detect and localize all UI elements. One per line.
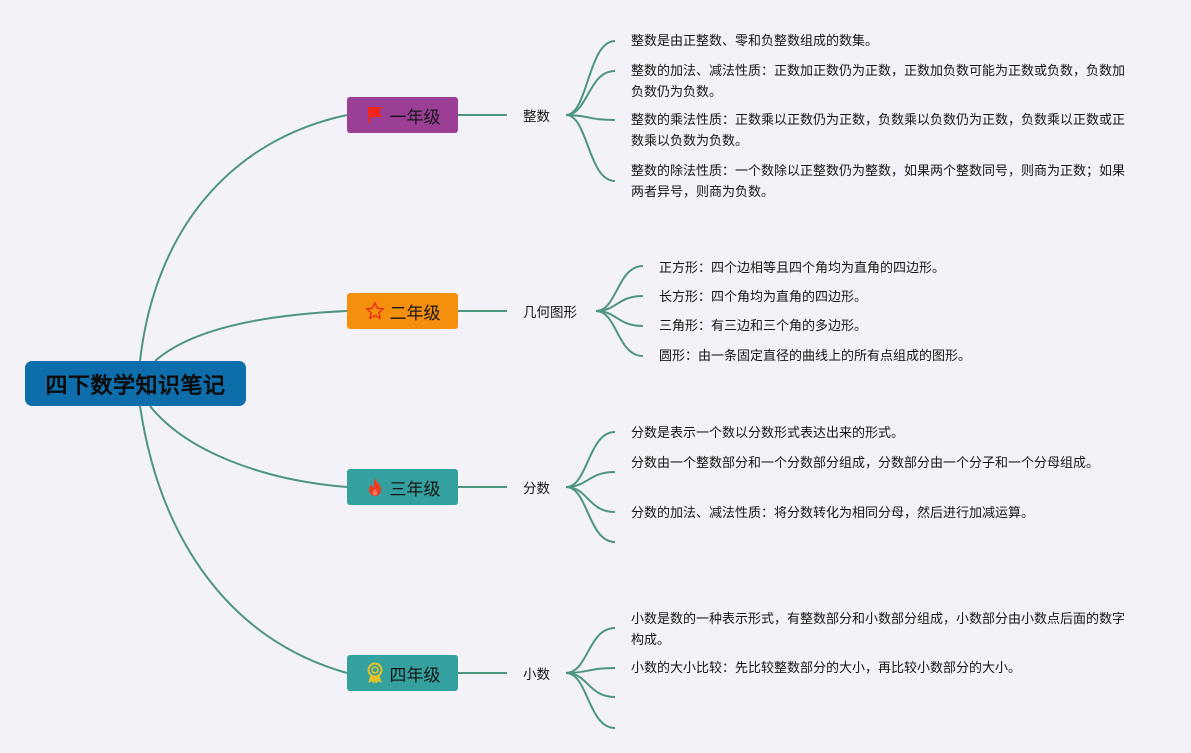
subject-node-fractions[interactable]: 分数	[523, 481, 550, 497]
subject-1-to-leaf-4-line	[565, 114, 616, 182]
root-topic[interactable]: 四下数学知识笔记	[25, 361, 246, 406]
subject-3-to-leaf-4-line	[565, 486, 616, 543]
leaf-note[interactable]: 长方形：四个角均为直角的四边形。	[659, 290, 868, 305]
grade-node-3[interactable]: 三年级	[347, 469, 458, 505]
root-to-grade-2-line	[154, 310, 348, 362]
subject-1-to-leaf-1-line	[565, 40, 616, 116]
flag-icon	[365, 105, 385, 125]
leaf-note[interactable]: 小数的大小比较：先比较整数部分的大小，再比较小数部分的大小。	[631, 661, 1022, 676]
subject-2-to-leaf-1-line	[595, 265, 644, 312]
leaf-note[interactable]: 分数的加法、减法性质：将分数转化为相同分母，然后进行加减运算。	[631, 506, 1035, 521]
subject-1-to-leaf-2-line	[565, 70, 616, 116]
grade-node-4[interactable]: 四年级	[347, 655, 458, 691]
subject-node-geometry[interactable]: 几何图形	[523, 305, 577, 321]
root-to-grade-1-line	[139, 114, 348, 362]
leaf-note[interactable]: 整数是由正整数、零和负整数组成的数集。	[631, 34, 879, 49]
root-to-grade-4-line	[139, 405, 348, 674]
star-icon	[365, 301, 385, 321]
root-topic-title: 四下数学知识笔记	[45, 373, 226, 399]
leaf-note[interactable]: 分数由一个整数部分和一个分数部分组成，分数部分由一个分子和一个分母组成。	[631, 456, 1100, 471]
award-ribbon-icon	[365, 662, 385, 684]
leaf-note[interactable]: 圆形：由一条固定直径的曲线上的所有点组成的图形。	[659, 349, 972, 364]
fire-icon	[365, 477, 385, 497]
grade-node-1[interactable]: 一年级	[347, 97, 458, 133]
subject-3-to-leaf-1-line	[565, 431, 616, 488]
grade-label: 二年级	[389, 303, 441, 324]
grade-label: 三年级	[389, 479, 441, 500]
subject-4-to-leaf-1-line	[565, 627, 616, 674]
leaf-note[interactable]: 小数是数的一种表示形式，有整数部分和小数部分组成，小数部分由小数点后面的数字构成…	[631, 612, 1126, 648]
subject-4-to-leaf-4-line	[565, 672, 616, 729]
leaf-note[interactable]: 三角形：有三边和三个角的多边形。	[659, 319, 868, 334]
subject-3-to-leaf-3-line	[565, 486, 616, 513]
grade-label: 一年级	[389, 107, 441, 128]
leaf-note[interactable]: 整数的加法、减法性质：正数加正数仍为正数，正数加负数可能为正数或负数，负数加负数…	[631, 64, 1126, 100]
subject-2-to-leaf-4-line	[595, 310, 644, 357]
leaf-note[interactable]: 正方形：四个边相等且四个角均为直角的四边形。	[659, 261, 946, 276]
subject-node-decimals[interactable]: 小数	[523, 667, 550, 683]
subject-node-integers[interactable]: 整数	[523, 109, 550, 125]
leaf-note[interactable]: 分数是表示一个数以分数形式表达出来的形式。	[631, 426, 905, 441]
grade-node-2[interactable]: 二年级	[347, 293, 458, 329]
leaf-note[interactable]: 整数的除法性质：一个数除以正整数仍为整数，如果两个整数同号，则商为正数；如果两者…	[631, 164, 1126, 200]
grade-label: 四年级	[389, 665, 441, 686]
root-to-grade-3-line	[149, 405, 348, 488]
leaf-note[interactable]: 整数的乘法性质：正数乘以正数仍为正数，负数乘以负数仍为正数，负数乘以正数或正数乘…	[631, 113, 1126, 149]
